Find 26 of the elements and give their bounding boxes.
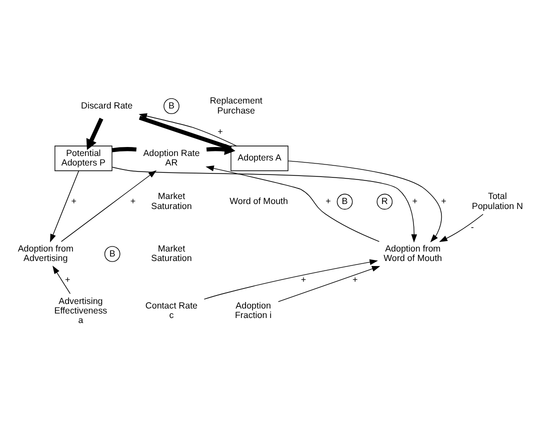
node-text: Contact Rate c xyxy=(145,300,198,320)
edge-label: + xyxy=(352,274,358,284)
label: Word of Mouth xyxy=(230,196,288,206)
edge-label: - xyxy=(470,222,474,232)
edge-label: + xyxy=(65,274,70,284)
edge-label: + xyxy=(441,196,446,206)
node-text: Adoption Fraction i xyxy=(234,300,272,320)
label: Replacement Purchase xyxy=(210,95,262,115)
node-text: Adoption from Word of Mouth xyxy=(384,243,442,263)
edge-label: + xyxy=(218,126,223,136)
node-text: Discard Rate xyxy=(81,100,133,110)
label: Market Saturation xyxy=(151,190,192,210)
node-text: Advertising Effectiveness a xyxy=(54,295,108,325)
label: B xyxy=(342,196,348,206)
node-text: Adoption from Advertising xyxy=(18,243,74,263)
edge-label: + xyxy=(326,196,331,206)
edge-label: + xyxy=(300,274,306,284)
label: B xyxy=(168,100,174,110)
node-text: Total Population N xyxy=(472,190,523,210)
label: R xyxy=(381,196,388,206)
edge-label: + xyxy=(130,196,136,206)
edge-label: + xyxy=(412,196,418,206)
edge-label: + xyxy=(71,196,76,206)
node-text: Adoption Rate AR xyxy=(143,147,200,168)
label: Market Saturation xyxy=(151,243,192,263)
label: B xyxy=(109,248,116,258)
